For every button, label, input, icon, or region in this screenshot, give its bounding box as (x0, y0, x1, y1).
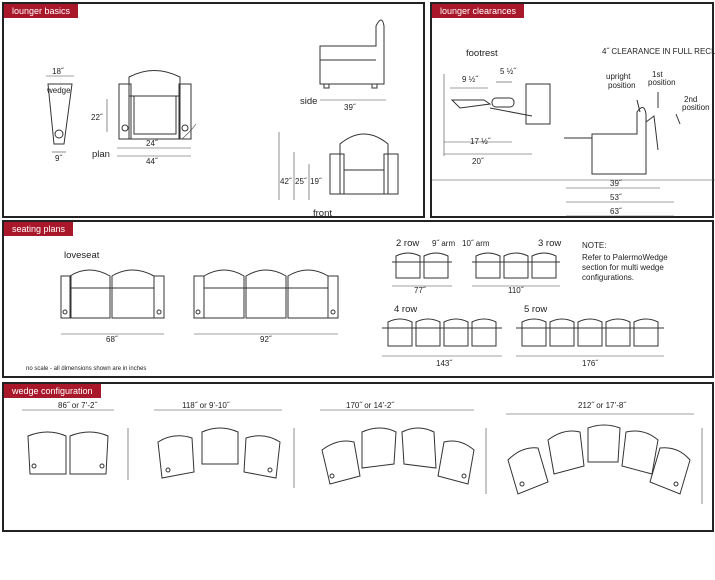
lounger-clearances-panel: lounger clearances footrest 9 ½˝ 5 ½˝ 4˝… (430, 2, 715, 218)
loveseat-plan (60, 269, 165, 335)
recliner-positions (432, 92, 715, 217)
clear-dim-c: 17 ½˝ (470, 137, 492, 146)
sofa-plan (193, 269, 339, 335)
wedge4-dim: 170˝ or 14’-2˝ (346, 401, 395, 410)
plan-ottoman-curve (181, 123, 197, 140)
clear-note: 4˝ CLEARANCE IN FULL RECLINE (602, 47, 715, 56)
row4-dim: 143˝ (436, 359, 453, 368)
row3-dim: 110˝ (508, 286, 525, 295)
first-position-2: position (648, 78, 676, 87)
second-position-2: position (682, 103, 710, 112)
front-h2-dim: 25˝ (295, 177, 308, 186)
arm9-label: 9˝ arm (432, 239, 455, 248)
row5-plan (516, 318, 664, 357)
second-position-1: 2nd (684, 95, 697, 104)
seating-plans-header: seating plans (4, 222, 74, 236)
upright-label-2: position (608, 81, 636, 90)
row3-label: 3 row (538, 238, 561, 249)
row2-dim: 77˝ (414, 286, 427, 295)
upright-label-1: upright (606, 72, 631, 81)
row2-label: 2 row (396, 238, 419, 249)
wedge3-dim: 118˝ or 9’-10˝ (182, 401, 231, 410)
side-label: side (300, 96, 317, 107)
note-line-2: section for multi wedge (582, 263, 664, 272)
footrest-label: footrest (466, 48, 498, 59)
row2-plan (392, 252, 452, 287)
clear-dim-b: 5 ½˝ (500, 67, 517, 76)
row4-plan (382, 318, 502, 357)
wedge4-plan (320, 409, 487, 494)
clear-dim-63: 63˝ (610, 207, 623, 216)
footrest-diagram (443, 74, 551, 156)
front-h3-dim: 19˝ (310, 177, 323, 186)
side-width-dim: 39˝ (344, 103, 357, 112)
plan-label: plan (92, 149, 110, 160)
note-line-1: Refer to PalermoWedge (582, 253, 668, 262)
front-chair (278, 132, 399, 200)
wedge5-plan (506, 413, 703, 504)
wedge2-dim: 86˝ or 7’-2˝ (58, 401, 98, 410)
wedge-configuration-header: wedge configuration (4, 384, 101, 398)
clear-dim-39: 39˝ (610, 179, 623, 188)
wedge-configuration-drawing: 86˝ or 7’-2˝ 118˝ or 9’-10˝ 170˝ or 14’-… (22, 401, 703, 504)
loveseat-label: loveseat (64, 250, 100, 261)
seating-plans-drawing: loveseat 68˝ 92˝ no scale - all dimensio… (26, 238, 668, 372)
row5-dim: 176˝ (582, 359, 599, 368)
lounger-clearances-header: lounger clearances (432, 4, 525, 18)
wedge-label: wedge (46, 86, 71, 95)
wedge3-plan (154, 409, 295, 488)
row5-label: 5 row (524, 304, 547, 315)
wedge-configuration-panel: wedge configuration 86˝ or 7’-2˝ 118˝ or… (2, 382, 714, 532)
wedge2-plan (22, 409, 129, 480)
note-title: NOTE: (582, 241, 606, 250)
plan-seat-dim: 24˝ (146, 139, 159, 148)
lounger-basics-drawing: 18˝ wedge 9˝ 22˝ 24˝ plan 44˝ (46, 19, 399, 219)
lounger-clearances-drawing: footrest 9 ½˝ 5 ½˝ 4˝ CLEARANCE IN FULL … (432, 47, 715, 217)
front-label: front (313, 208, 332, 219)
front-h1-dim: 42˝ (280, 177, 293, 186)
scale-note: no scale - all dimensions shown are in i… (26, 366, 146, 372)
clear-dim-d: 20˝ (472, 157, 485, 166)
plan-chair (106, 70, 192, 157)
lounger-basics-header: lounger basics (4, 4, 79, 18)
loveseat-dim: 68˝ (106, 335, 119, 344)
clear-dim-53: 53˝ (610, 193, 623, 202)
seating-plans-panel: seating plans loveseat 68˝ 92˝ no scale (2, 220, 714, 378)
side-chair (319, 19, 386, 101)
wedge-bottom-dim: 9˝ (55, 154, 63, 163)
plan-width-dim: 44˝ (146, 157, 159, 166)
arm10-label: 10˝ arm (462, 239, 490, 248)
row3-plan (472, 252, 560, 287)
wedge5-dim: 212˝ or 17’-8˝ (578, 401, 627, 410)
first-position-1: 1st (652, 70, 663, 79)
row4-label: 4 row (394, 304, 417, 315)
note-line-3: configurations. (582, 273, 634, 282)
lounger-basics-panel: lounger basics 18˝ wedge 9˝ 22˝ 24˝ plan (2, 2, 425, 219)
sofa-dim: 92˝ (260, 335, 273, 344)
wedge-top-dim: 18˝ (52, 67, 65, 76)
clear-dim-a: 9 ½˝ (462, 75, 479, 84)
plan-depth-dim: 22˝ (91, 113, 104, 122)
wedge-piece (46, 75, 74, 153)
